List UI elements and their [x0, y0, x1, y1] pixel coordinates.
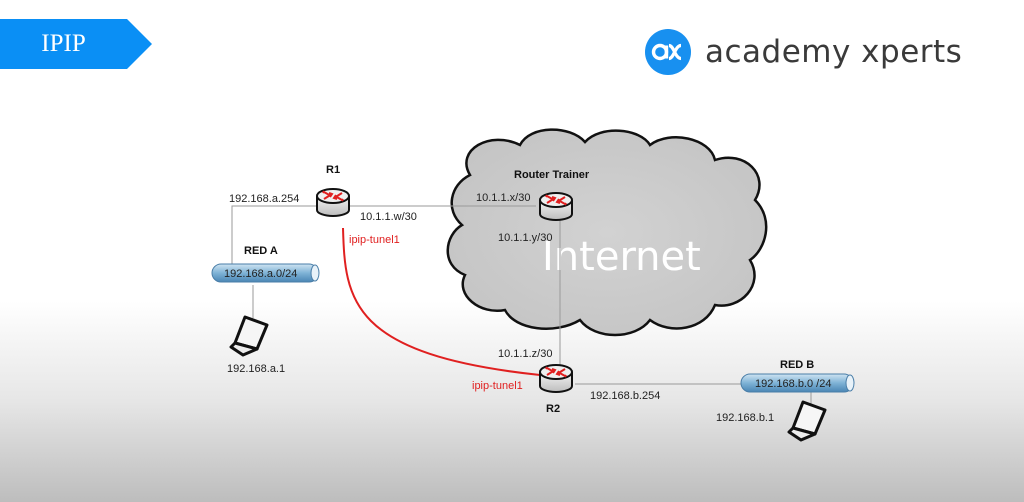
brand-logo: academy xperts — [645, 28, 962, 76]
trainer-x-ip: 10.1.1.x/30 — [476, 192, 530, 204]
internet-cloud: Internet — [446, 128, 768, 337]
router-trainer[interactable] — [539, 192, 573, 221]
r2-wan-ip: 10.1.1.z/30 — [498, 348, 552, 360]
red-a-name: RED A — [244, 245, 278, 257]
brand-name: academy xperts — [705, 34, 963, 70]
laptop-b-icon[interactable] — [787, 400, 827, 442]
red-b-name: RED B — [780, 359, 814, 371]
router-trainer-name: Router Trainer — [514, 169, 590, 181]
red-a-subnet: 192.168.a.0/24 — [224, 268, 297, 280]
r1-wan-ip: 10.1.1.w/30 — [360, 211, 417, 223]
red-b-subnet: 192.168.b.0 /24 — [755, 378, 831, 390]
title-banner: IPIP — [0, 19, 152, 69]
r2-lan-ip: 192.168.b.254 — [590, 390, 660, 402]
network-red-a[interactable]: 192.168.a.0/24 — [211, 263, 320, 283]
laptop-a-icon[interactable] — [229, 315, 269, 357]
trainer-y-ip: 10.1.1.y/30 — [498, 232, 552, 244]
links — [231, 205, 812, 405]
brand-logo-icon — [645, 29, 691, 75]
ipip-tunnel — [342, 227, 541, 376]
tunnel-r2-label: ipip-tunel1 — [472, 380, 523, 392]
router-r1[interactable] — [316, 188, 350, 217]
cloud-label: Internet — [542, 234, 701, 280]
link-red-a-r1 — [231, 205, 316, 265]
router-r2[interactable] — [539, 364, 573, 393]
router-r2-name: R2 — [546, 403, 560, 415]
tunnel-r1-label: ipip-tunel1 — [349, 234, 400, 246]
network-red-b[interactable]: 192.168.b.0 /24 — [740, 373, 855, 393]
page-title: IPIP — [41, 30, 86, 57]
host-a-ip: 192.168.a.1 — [227, 363, 285, 375]
router-r1-name: R1 — [326, 164, 340, 176]
host-b-ip: 192.168.b.1 — [716, 412, 774, 424]
r1-lan-ip: 192.168.a.254 — [229, 193, 299, 205]
